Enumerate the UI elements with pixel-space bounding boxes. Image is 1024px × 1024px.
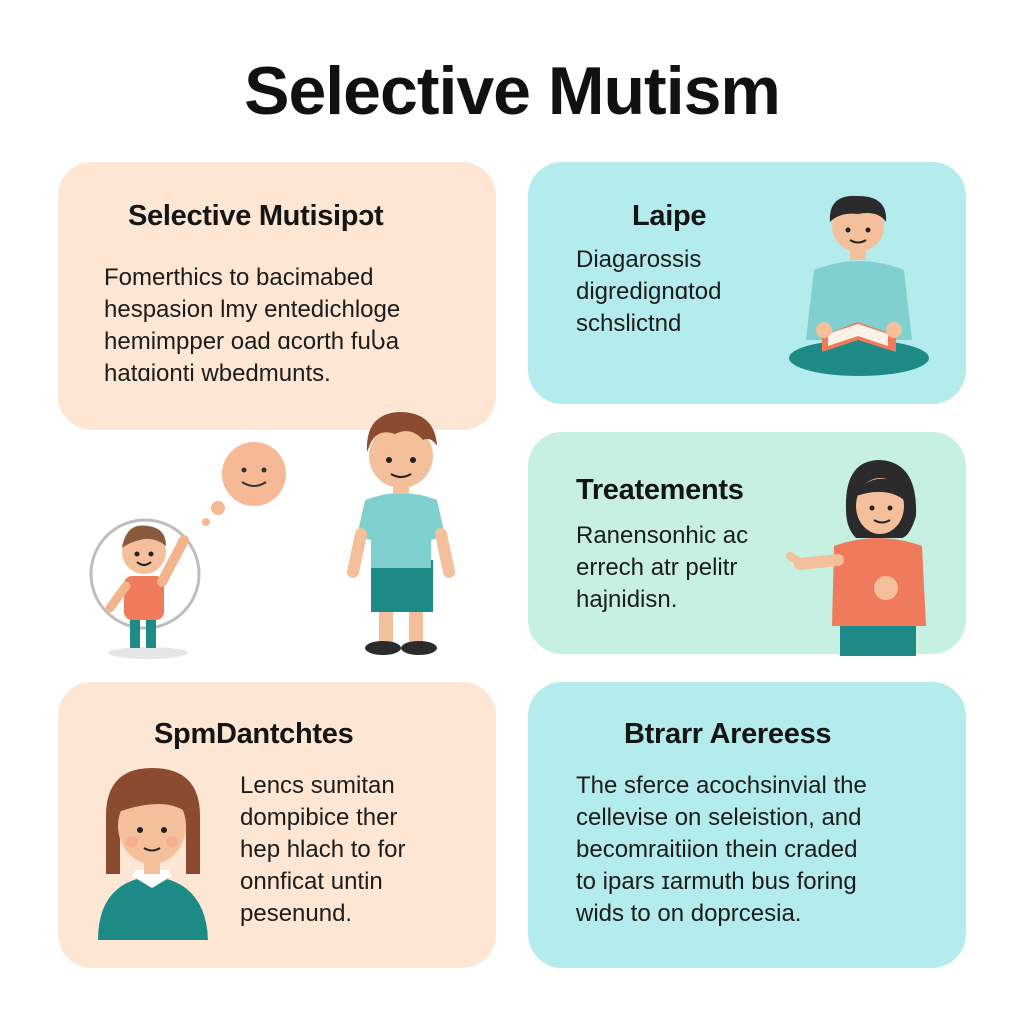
card-heading: Treatements	[576, 474, 744, 506]
card-heading: SpmDantchtes	[154, 718, 354, 750]
card-line: hespasion lmy entedichloge	[104, 296, 401, 323]
card-line: hemimpper oad ɑcorth fuႱa	[104, 328, 400, 355]
card-text: Lencs sumitan dompibice ther hep hlach t…	[240, 770, 405, 930]
card-heading: Laipe	[632, 200, 707, 232]
card-line: errech atr pelitr	[576, 554, 738, 581]
card-line: hatɑionti wbedmunts.	[104, 360, 331, 387]
card-line: becomraitiion thein craded	[576, 836, 858, 863]
card-text: Fomerthics to bacimabed hespasion lmy en…	[104, 262, 400, 390]
card-line: Fomerthics to bacimabed	[104, 264, 374, 291]
child-in-bubble-illustration	[89, 518, 201, 659]
card-heading: Selective Mutisipɔt	[128, 200, 384, 232]
page-title: Selective Mutism	[244, 53, 781, 129]
card-line: pesenund.	[240, 900, 353, 927]
thought-face-illustration	[202, 442, 286, 526]
card-line: digredignɑtod	[576, 278, 722, 305]
card-line: to ipars ɪarmuth bus foring	[576, 868, 857, 895]
card-text: Diagarossis digredignɑtod schslictnd	[576, 244, 721, 340]
card-line: The sferce acochsinvial the	[576, 772, 867, 799]
gesturing-woman-illustration	[786, 460, 926, 656]
card-line: Lencs sumitan	[240, 772, 395, 799]
standing-boy-illustration	[347, 412, 455, 655]
card-line: hep hlach to for	[240, 836, 406, 863]
card-line: wids to on doprcesia.	[576, 900, 802, 927]
card-line: Diagarossis	[576, 246, 702, 273]
card-heading: Btrarr Arereess	[624, 718, 832, 750]
card-line: hajnidisn.	[576, 586, 678, 613]
card-text: Ranensonhic ac errech atr pelitr hajnidi…	[576, 520, 748, 616]
card-line: schslictnd	[576, 310, 682, 337]
card-line: cellevise on seleistion, and	[576, 804, 862, 831]
card-btrarr-arereess: Btrarr Arereess The sferce acochsinvial …	[528, 682, 966, 968]
card-line: Ranensonhic ac	[576, 522, 749, 549]
reading-child-illustration	[789, 195, 929, 376]
card-text: The sferce acochsinvial the cellevise on…	[576, 770, 867, 930]
card-line: onnficat untin	[240, 868, 383, 895]
girl-portrait-illustration	[98, 768, 208, 940]
card-selective-mutism: Selective Mutisipɔt Fomerthics to bacima…	[58, 162, 496, 430]
card-line: dompibice ther	[240, 804, 398, 831]
